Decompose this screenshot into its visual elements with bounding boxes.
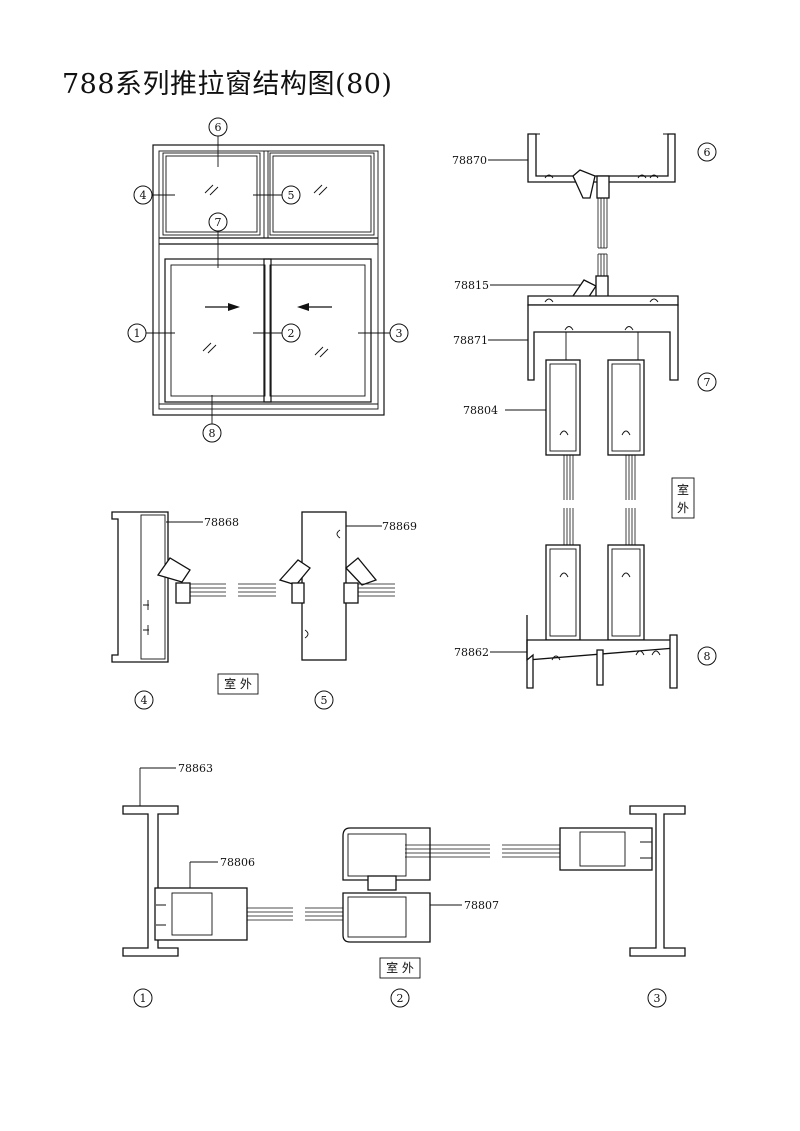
- callout-4-elev: [133, 185, 153, 205]
- callout-1-detail: [133, 988, 153, 1008]
- callout-1-elev: [127, 323, 147, 343]
- vertical-section: [488, 133, 695, 689]
- part-label-78869: 78869: [382, 520, 417, 533]
- callout-7-elev: [208, 212, 228, 232]
- detail-4-5-section: [111, 511, 395, 695]
- callout-number: 8: [209, 427, 216, 440]
- callout-number: 6: [704, 146, 711, 159]
- horizontal-section: [122, 767, 686, 979]
- callout-2-detail: [390, 988, 410, 1008]
- callout-number: 5: [321, 694, 328, 707]
- part-label-78868: 78868: [204, 516, 239, 529]
- callout-number: 3: [654, 992, 661, 1005]
- callout-number: 1: [134, 327, 141, 340]
- exterior-label: 室 外: [386, 960, 414, 975]
- callout-marks: [127, 117, 717, 1008]
- part-label-78871: 78871: [453, 334, 488, 347]
- callout-4-detail: [134, 690, 154, 710]
- callout-8-sect: [697, 646, 717, 666]
- callout-6-elev: [208, 117, 228, 137]
- callout-number: 7: [704, 376, 711, 389]
- part-label-78870: 78870: [452, 154, 487, 167]
- callout-3-detail: [647, 988, 667, 1008]
- window-elevation: [146, 136, 390, 425]
- callout-6-sect: [697, 142, 717, 162]
- callout-number: 7: [215, 216, 222, 229]
- callout-number: 3: [396, 327, 403, 340]
- callout-number: 4: [140, 189, 147, 202]
- callout-5-detail: [314, 690, 334, 710]
- callout-number: 6: [215, 121, 222, 134]
- part-label-78807: 78807: [464, 899, 499, 912]
- callout-8-elev: [202, 423, 222, 443]
- part-label-78815: 78815: [454, 279, 489, 292]
- callout-number: 2: [397, 992, 404, 1005]
- part-label-78806: 78806: [220, 856, 255, 869]
- callout-number: 5: [288, 189, 295, 202]
- page-title: 788系列推拉窗结构图(80): [62, 69, 393, 100]
- exterior-label-vertical-top: 室: [677, 482, 689, 497]
- part-label-78804: 78804: [463, 404, 498, 417]
- callout-7-sect: [697, 372, 717, 392]
- callout-5-elev: [281, 185, 301, 205]
- callout-3-elev: [389, 323, 409, 343]
- exterior-label-vertical-bottom: 外: [677, 501, 689, 515]
- exterior-label: 室 外: [224, 676, 252, 691]
- callout-number: 4: [141, 694, 148, 707]
- callout-number: 1: [140, 992, 147, 1005]
- callout-number: 8: [704, 650, 711, 663]
- callout-2-elev: [281, 323, 301, 343]
- part-label-78863: 78863: [178, 762, 213, 775]
- callout-number: 2: [288, 327, 295, 340]
- part-label-78862: 78862: [454, 646, 489, 659]
